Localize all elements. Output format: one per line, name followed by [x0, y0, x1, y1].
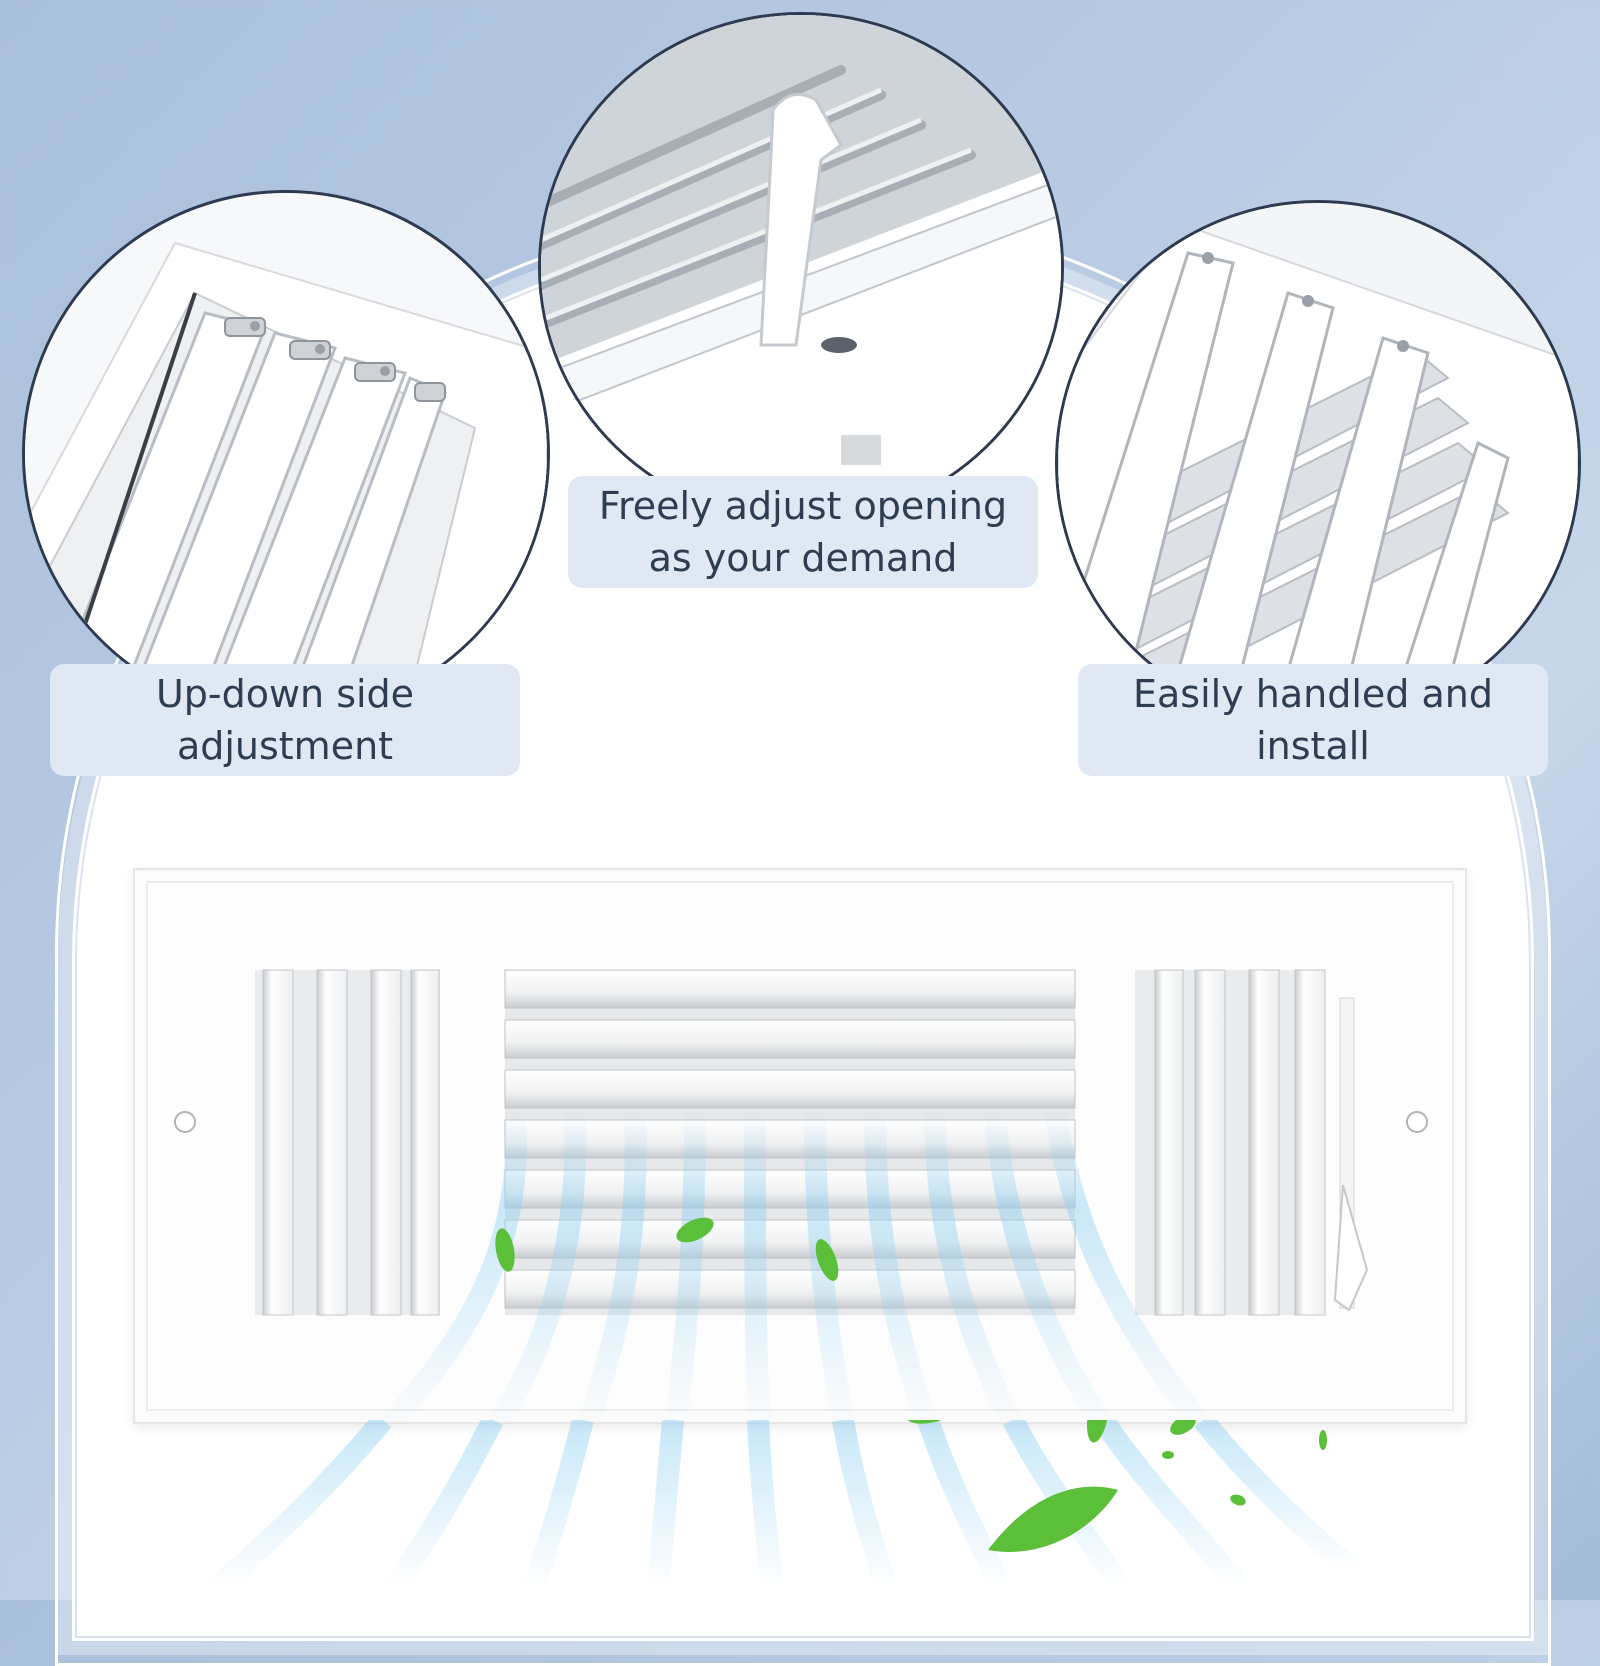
leaf-icon	[905, 1420, 1327, 1552]
airflow	[376, 1108, 1214, 1438]
feature-label-line: Easily handled and	[1133, 672, 1493, 716]
louver-hinge-detail-photo	[22, 190, 550, 718]
leaf-icon	[495, 1217, 839, 1281]
feature-label-line: Freely adjust opening	[598, 484, 1008, 528]
product-scene: Up-down side adjustment Freely adjust op…	[22, 12, 1581, 1666]
damper-lever	[541, 15, 1061, 520]
register-grille	[133, 868, 1467, 1438]
side-louvers-detail-photo	[1055, 200, 1581, 726]
feature-label-freely-adjust: Freely adjust opening as your demand	[568, 476, 1038, 588]
damper-lever-detail-photo	[538, 12, 1064, 523]
grille-photo	[1058, 203, 1578, 723]
grille-photo-main	[146, 881, 1454, 1438]
airflow	[205, 1420, 1361, 1599]
feature-label-line: Up-down side	[155, 672, 415, 716]
feature-label-easily-handled: Easily handled and install	[1078, 664, 1548, 776]
feature-label-line: install	[1256, 724, 1370, 768]
louver-detail	[25, 193, 547, 715]
feature-label-up-down: Up-down side adjustment	[50, 664, 520, 776]
feature-label-line: as your demand	[648, 536, 958, 580]
feature-label-line: adjustment	[176, 724, 394, 768]
